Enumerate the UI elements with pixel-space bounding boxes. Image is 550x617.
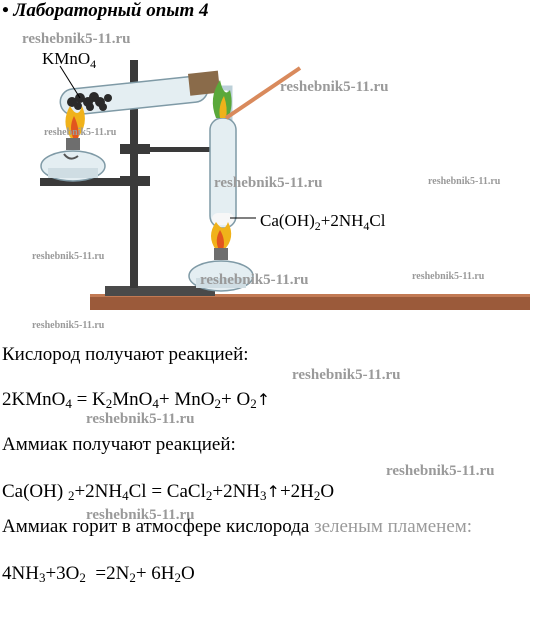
kmno4-label: KMnO4 — [42, 49, 96, 71]
watermark: reshebnik5-11.ru — [44, 127, 117, 138]
base-board — [90, 296, 530, 310]
left-spirit-lamp — [40, 138, 106, 182]
right-spirit-lamp — [188, 248, 254, 292]
watermark: reshebnik5-11.ru — [200, 272, 309, 288]
equation-oxygen: 2KMnO4 = K2MnO4+ MnO2+ O2↑ — [2, 389, 271, 411]
right-flame — [211, 222, 232, 250]
watermark: reshebnik5-11.ru — [280, 79, 389, 95]
watermark: reshebnik5-11.ru — [428, 176, 501, 187]
page-heading: • Лабораторный опыт 4 — [2, 0, 209, 21]
green-flame — [212, 80, 232, 118]
oxygen-intro: Кислород получают реакцией: — [2, 344, 249, 365]
stand-base — [105, 286, 215, 296]
watermark: reshebnik5-11.ru — [412, 271, 485, 282]
reagents-label: Ca(OH)2+2NH4Cl — [260, 211, 386, 233]
left-flame — [65, 106, 85, 140]
up-arrow-icon: ↑ — [256, 390, 271, 409]
lab-apparatus-figure: KMnO4 Ca(OH)2+2NH4Cl — [40, 49, 530, 310]
horizontal-test-tube — [59, 70, 221, 116]
equation-combustion: 4NH3+3O2 =2N2+ 6H2O — [2, 563, 195, 585]
ammonia-intro: Аммиак получают реакцией: — [2, 434, 236, 455]
equation-ammonia: Ca(OH) 2+2NH4Cl = CaCl2+2NH3↑+2H2O — [2, 481, 335, 503]
up-arrow-icon: ↑ — [266, 482, 280, 501]
watermark: reshebnik5-11.ru — [32, 320, 105, 331]
watermark: reshebnik5-11.ru — [86, 507, 195, 523]
wooden-splinter — [224, 66, 302, 120]
watermark: reshebnik5-11.ru — [22, 31, 131, 47]
watermark: reshebnik5-11.ru — [214, 175, 323, 191]
watermark: reshebnik5-11.ru — [32, 251, 105, 262]
burning-statement: Аммиак горит в атмосфере кислорода зелен… — [2, 516, 473, 537]
stand-rod — [130, 60, 138, 288]
watermark: reshebnik5-11.ru — [386, 463, 495, 479]
vertical-test-tube — [209, 117, 237, 229]
watermark: reshebnik5-11.ru — [86, 411, 195, 427]
watermark: reshebnik5-11.ru — [292, 367, 401, 383]
